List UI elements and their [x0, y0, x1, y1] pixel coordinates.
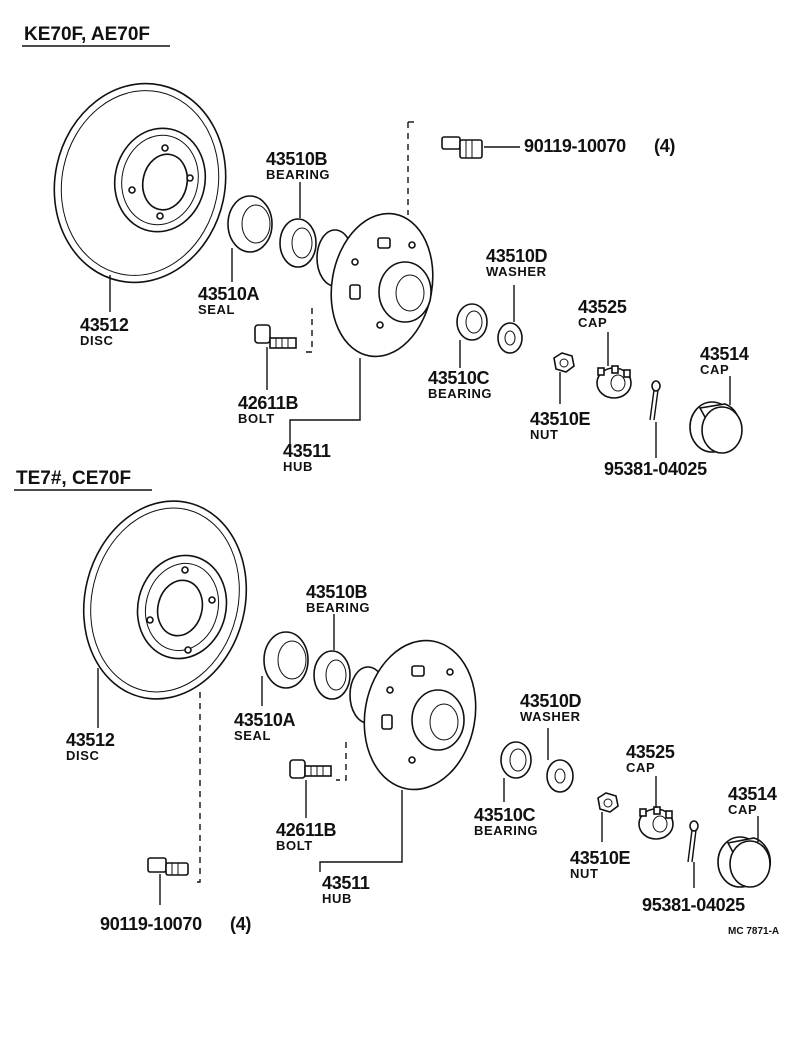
washer-name: WASHER: [520, 709, 581, 724]
bearing-c-drawing: [500, 741, 532, 779]
seal-name: SEAL: [198, 302, 235, 317]
pin-number: 95381-04025: [642, 895, 745, 915]
seal-name: SEAL: [234, 728, 271, 743]
bearing-c-number: 43510C: [428, 368, 490, 388]
disc-drawing: [53, 82, 227, 284]
seal-number: 43510A: [198, 284, 260, 304]
bolt-drawing: [254, 324, 297, 349]
nut-number: 43510E: [570, 848, 631, 868]
cap-drawing: [717, 836, 772, 888]
disc-name: DISC: [80, 333, 113, 348]
nut-drawing: [597, 792, 619, 813]
washer-number: 43510D: [486, 246, 548, 266]
bolt-number: 42611B: [238, 393, 299, 413]
pin-drawing: [687, 820, 699, 863]
disc-drawing: [82, 500, 248, 700]
nut-drawing: [553, 352, 575, 373]
bearing-b-number: 43510B: [266, 149, 328, 169]
cap-nut-number: 43525: [578, 297, 627, 317]
hub-number: 43511: [322, 873, 370, 893]
bearing-b-drawing: [279, 218, 317, 268]
pin-number: 95381-04025: [604, 459, 707, 479]
diagram-code: MC 7871-A: [728, 926, 779, 937]
nut-number: 43510E: [530, 409, 591, 429]
bolt-name: BOLT: [238, 411, 275, 426]
hub-number: 43511: [283, 441, 331, 461]
bolt-name: BOLT: [276, 838, 313, 853]
hub-bolt-qty: (4): [230, 914, 251, 934]
section-title: TE7#, CE70F: [16, 468, 131, 489]
bearing-b-name: BEARING: [306, 600, 370, 615]
disc-name: DISC: [66, 748, 99, 763]
bearing-b-number: 43510B: [306, 582, 368, 602]
washer-name: WASHER: [486, 264, 547, 279]
hub-drawing: [316, 212, 434, 358]
bearing-c-name: BEARING: [428, 386, 492, 401]
nut-name: NUT: [530, 427, 559, 442]
bolt-number: 42611B: [276, 820, 337, 840]
seal-drawing: [263, 631, 309, 689]
bolt-drawing: [289, 759, 332, 779]
washer-drawing: [497, 322, 523, 354]
hub-bolt-number: 90119-10070: [524, 136, 626, 156]
washer-number: 43510D: [520, 691, 582, 711]
hub-bolt-number: 90119-10070: [100, 914, 202, 934]
cap-number: 43514: [700, 344, 749, 364]
hub-bolt-qty: (4): [654, 136, 675, 156]
cap-nut-name: CAP: [626, 760, 655, 775]
bearing-b-drawing: [313, 650, 351, 700]
hub-name: HUB: [322, 891, 352, 906]
bearing-b-name: BEARING: [266, 167, 330, 182]
cap-name: CAP: [728, 802, 757, 817]
bearing-c-name: BEARING: [474, 823, 538, 838]
section-te7: TE7#, CE70F 43512 DISC 43510A SEAL: [14, 468, 777, 934]
hub-name: HUB: [283, 459, 313, 474]
seal-drawing: [227, 195, 273, 253]
bearing-c-drawing: [456, 303, 488, 341]
disc-number: 43512: [80, 315, 129, 335]
cap-nut-drawing: [638, 806, 674, 840]
hub-bolt-drawing: [441, 136, 483, 159]
cap-nut-number: 43525: [626, 742, 675, 762]
disc-number: 43512: [66, 730, 115, 750]
seal-number: 43510A: [234, 710, 296, 730]
bearing-c-number: 43510C: [474, 805, 536, 825]
hub-drawing: [349, 639, 477, 791]
cap-nut-name: CAP: [578, 315, 607, 330]
cap-drawing: [689, 401, 743, 454]
nut-name: NUT: [570, 866, 599, 881]
section-ke70f: KE70F, AE70F 43512 DISC 43510A SEAL: [22, 24, 749, 479]
washer-drawing: [546, 759, 574, 793]
cap-name: CAP: [700, 362, 729, 377]
section-title: KE70F, AE70F: [24, 24, 150, 45]
hub-bolt-drawing: [147, 857, 189, 876]
cap-number: 43514: [728, 784, 777, 804]
pin-drawing: [649, 380, 661, 421]
cap-nut-drawing: [596, 365, 632, 399]
